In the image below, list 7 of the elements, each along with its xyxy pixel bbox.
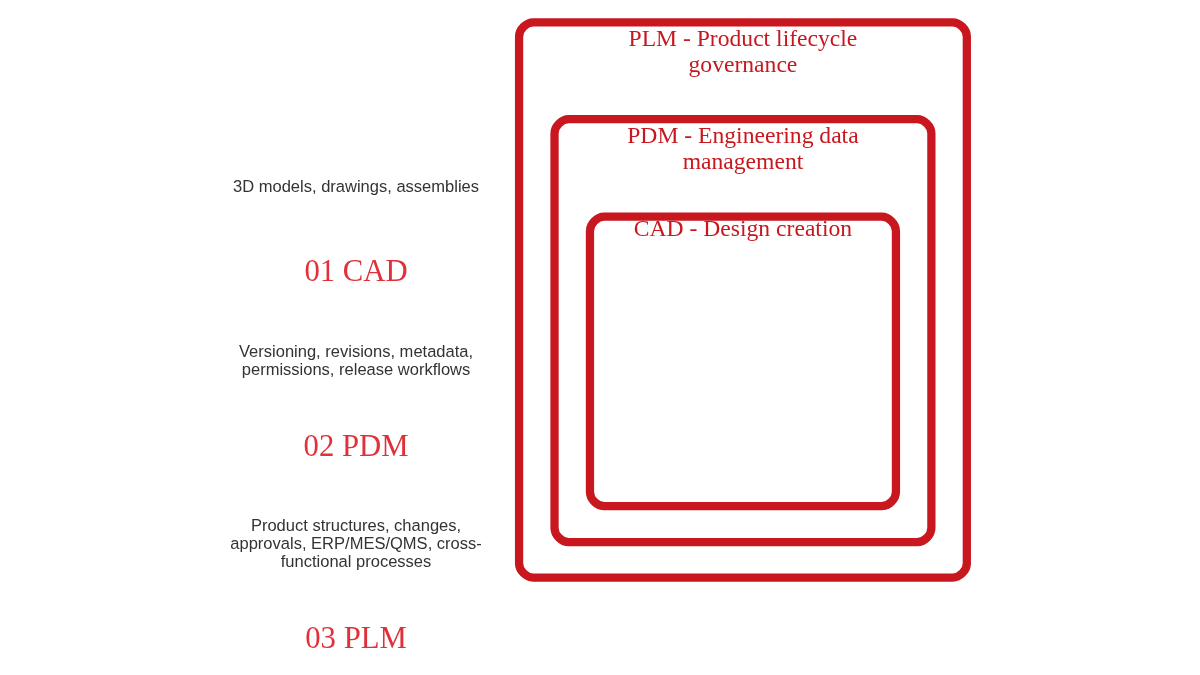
label: 03 PLM — [305, 620, 407, 655]
label: 02 PDM — [303, 429, 409, 464]
label: 01 CAD — [304, 254, 408, 289]
label: Product structures, changes, approvals, ERP/MES/QMS, cross-functional processes — [230, 516, 482, 571]
label: Versioning, revisions, metadata, permissions, release workflows — [238, 341, 474, 379]
node-box: CAD - Design creation — [585, 212, 901, 511]
label: 3D models, drawings, assemblies — [233, 177, 480, 197]
